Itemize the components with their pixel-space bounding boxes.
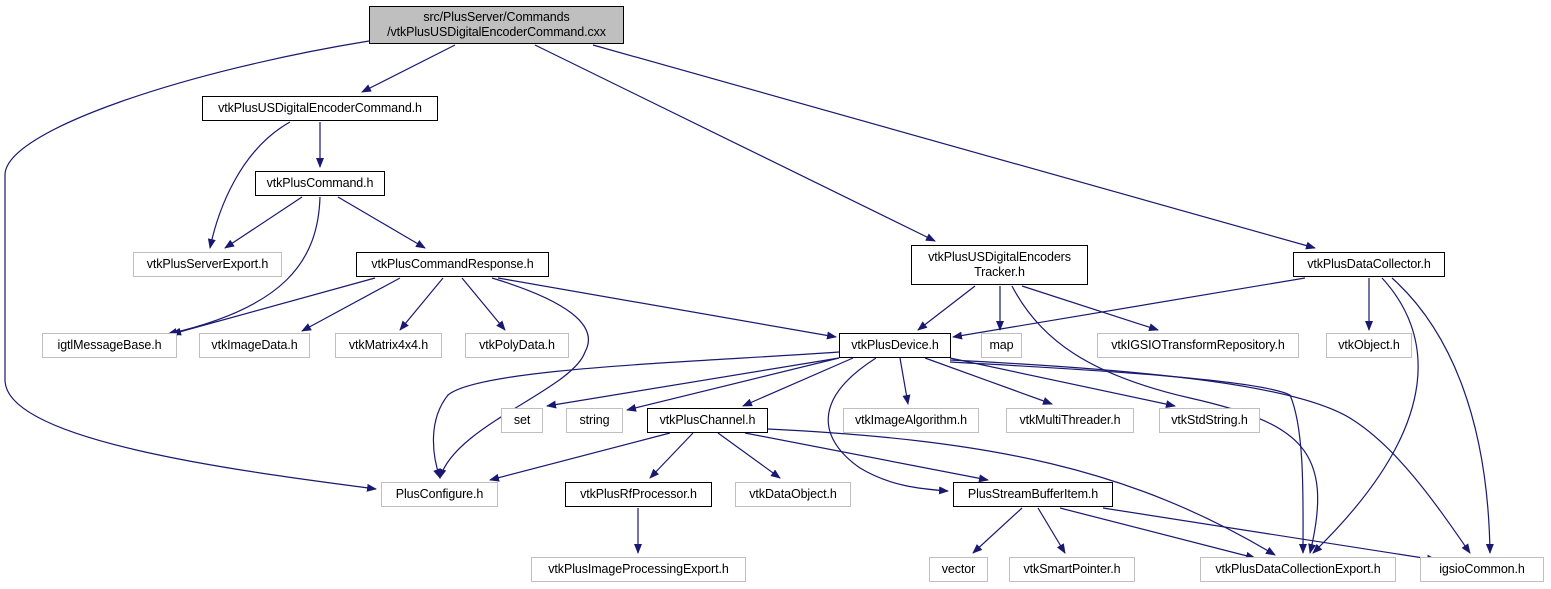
edge-collector-to-igsio-common (1391, 277, 1494, 554)
node-igsio-common: igsioCommon.h (1420, 557, 1544, 582)
node-command-response[interactable]: vtkPlusCommandResponse.h (356, 252, 549, 277)
node-plus-command[interactable]: vtkPlusCommand.h (255, 171, 385, 196)
edge-channel-to-data-collection-export (767, 428, 1276, 556)
edge-channel-to-plus-configure (489, 432, 671, 482)
node-server-export: vtkPlusServerExport.h (133, 252, 282, 277)
edge-stream-item-to-data-collection-export (1059, 507, 1256, 560)
edge-stream-item-to-smart-pointer (1037, 507, 1066, 554)
node-multi-threader: vtkMultiThreader.h (1006, 408, 1134, 433)
node-image-data: vtkImageData.h (199, 333, 310, 358)
edge-device-to-set (546, 357, 840, 409)
node-stream-buffer-item[interactable]: PlusStreamBufferItem.h (953, 482, 1113, 507)
edge-response-to-plus-configure (438, 277, 590, 479)
edge-device-to-multi-threader (924, 357, 1053, 405)
edge-tracker-to-plus-device (917, 285, 976, 331)
node-igtl-message: igtlMessageBase.h (42, 333, 177, 358)
node-smart-pointer: vtkSmartPointer.h (1009, 557, 1135, 582)
edge-response-to-matrix4x4 (399, 277, 444, 331)
node-map: map (981, 333, 1022, 358)
edge-root-to-encoders-tracker (534, 44, 936, 242)
edge-plus-command-to-igtl-message (167, 196, 321, 336)
edge-response-to-igtl-message (171, 277, 376, 336)
edge-cmd-h-to-server-export (207, 121, 291, 249)
edge-device-to-string (626, 357, 840, 412)
edge-channel-to-rf-processor (649, 432, 694, 479)
node-image-processing-export: vtkPlusImageProcessingExport.h (531, 557, 746, 582)
node-igsio-transform: vtkIGSIOTransformRepository.h (1097, 333, 1299, 358)
node-rf-processor[interactable]: vtkPlusRfProcessor.h (565, 482, 712, 507)
edge-device-to-plus-configure (432, 351, 840, 479)
node-string: string (566, 408, 623, 433)
edge-response-to-plus-device (497, 277, 837, 340)
edge-response-to-poly-data (461, 277, 506, 331)
node-matrix4x4: vtkMatrix4x4.h (335, 333, 442, 358)
edge-device-to-data-collection-export (949, 361, 1308, 554)
node-encoders-tracker[interactable]: vtkPlusUSDigitalEncoders Tracker.h (911, 245, 1088, 285)
node-plus-configure: PlusConfigure.h (381, 482, 498, 507)
edge-collector-to-data-collection-export (1312, 277, 1419, 554)
node-vtk-object: vtkObject.h (1326, 333, 1412, 358)
edge-device-to-igsio-common (949, 359, 1471, 554)
edge-root-to-cmd-h (361, 44, 456, 93)
node-std-string: vtkStdString.h (1159, 408, 1260, 433)
node-root-file[interactable]: src/PlusServer/Commands /vtkPlusUSDigita… (369, 6, 624, 44)
edge-device-to-std-string (949, 357, 1176, 409)
edge-stream-item-to-igsio-common (1102, 507, 1437, 563)
node-vector: vector (929, 557, 988, 582)
node-cmd-h[interactable]: vtkPlusUSDigitalEncoderCommand.h (202, 96, 438, 121)
edge-channel-to-stream-buffer-item (744, 432, 989, 483)
edge-device-to-plus-channel (742, 357, 854, 407)
edge-plus-command-to-server-export (224, 196, 303, 249)
edge-channel-to-data-object (717, 432, 781, 479)
edge-plus-command-to-command-response (337, 196, 426, 249)
edge-device-to-stream-buffer-item (827, 357, 949, 495)
edge-response-to-image-data (301, 277, 401, 332)
edge-stream-item-to-vector (972, 507, 1023, 554)
node-data-collector[interactable]: vtkPlusDataCollector.h (1293, 252, 1445, 277)
edge-tracker-to-data-collection-export (1011, 285, 1319, 554)
edge-collector-to-plus-device (952, 277, 1306, 340)
edge-root-to-data-collector (592, 44, 1316, 250)
node-poly-data: vtkPolyData.h (465, 333, 569, 358)
node-plus-channel[interactable]: vtkPlusChannel.h (647, 408, 768, 433)
node-image-algorithm: vtkImageAlgorithm.h (843, 408, 979, 433)
node-data-collection-export: vtkPlusDataCollectionExport.h (1200, 557, 1396, 582)
node-data-object: vtkDataObject.h (735, 482, 851, 507)
edge-device-to-image-algorithm (899, 357, 911, 405)
edge-tracker-to-igsio-transform (1021, 285, 1159, 332)
edge-root-to-plus-configure (4, 40, 377, 492)
node-set: set (501, 408, 543, 433)
node-plus-device[interactable]: vtkPlusDevice.h (839, 333, 951, 358)
